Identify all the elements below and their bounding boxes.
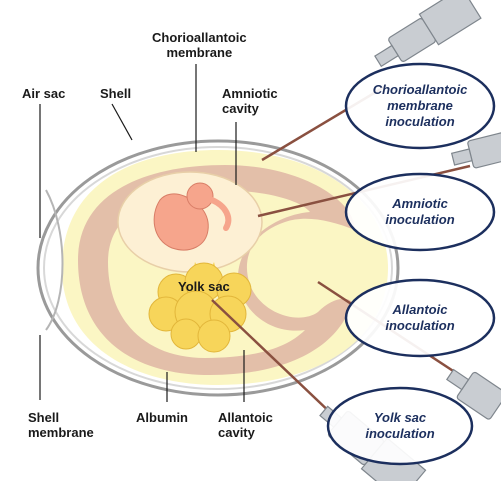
label-albumin: Albumin <box>136 410 188 425</box>
label-chorioallantoic-membrane: Chorioallantoic membrane <box>152 30 247 60</box>
label-shell-membrane: Shell membrane <box>28 410 94 440</box>
text-allantoic-inoculation: Allantoic inoculation <box>370 302 470 334</box>
label-allantoic-cavity: Allantoic cavity <box>218 410 273 440</box>
label-air-sac: Air sac <box>22 86 65 101</box>
label-yolk-sac: Yolk sac <box>178 279 230 294</box>
text-amniotic-inoculation: Amniotic inoculation <box>370 196 470 228</box>
text-chorioallantoic-inoculation: Chorioallantoic membrane inoculation <box>370 82 470 130</box>
label-shell: Shell <box>100 86 131 101</box>
text-yolk-sac-inoculation: Yolk sac inoculation <box>350 410 450 442</box>
label-amniotic-cavity: Amniotic cavity <box>222 86 278 116</box>
